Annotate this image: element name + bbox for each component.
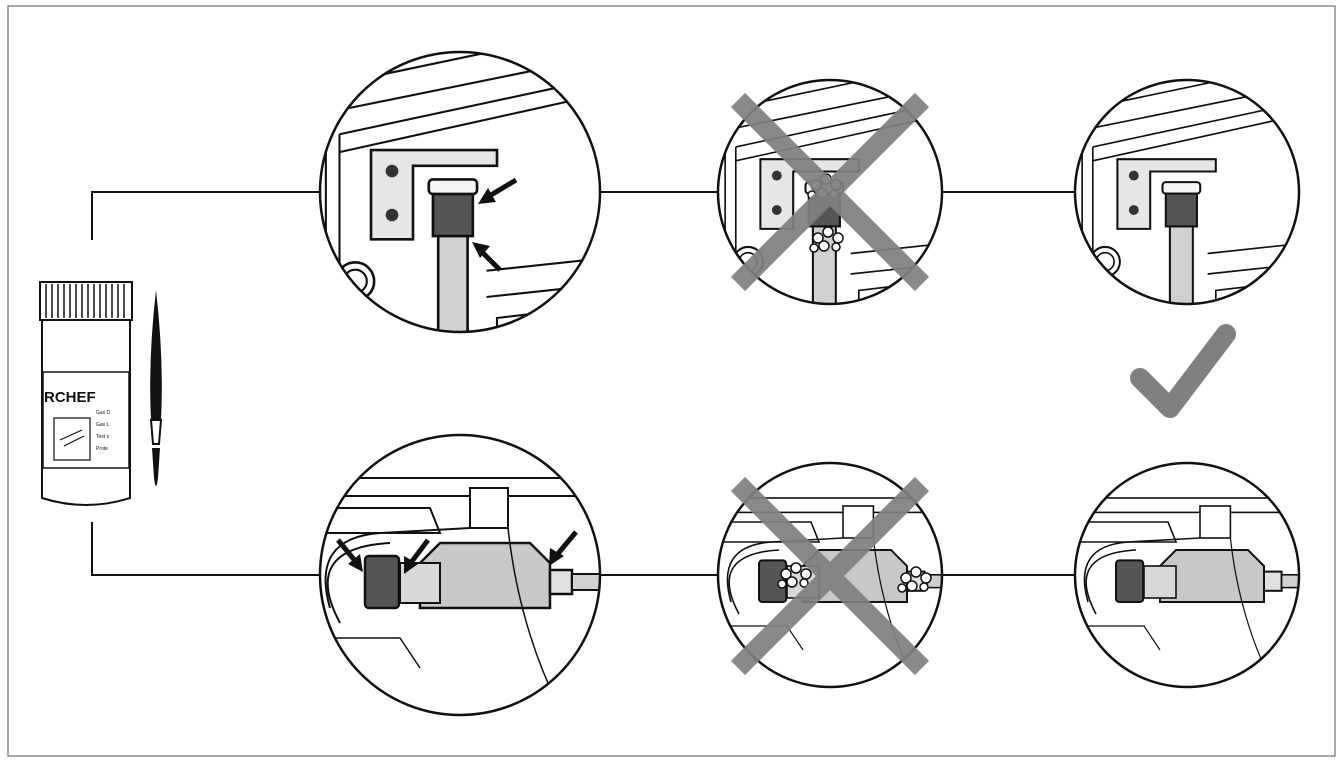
arrow-icon xyxy=(336,538,363,572)
arrow-icon xyxy=(549,530,578,566)
brush xyxy=(149,290,163,486)
regulator-connection-detail xyxy=(318,433,602,717)
regulator-no-leak-detail xyxy=(1073,461,1301,689)
arrow-icon xyxy=(404,538,430,574)
bottle-label-line: Test s xyxy=(96,434,110,440)
connector-lines xyxy=(91,191,1075,576)
valve-no-leak-detail xyxy=(1073,78,1301,306)
spray-bottle: RCHEF Gas D Gas L Test s Prote xyxy=(39,281,133,506)
brush-ferrule xyxy=(149,419,163,445)
cross-icon xyxy=(730,92,930,292)
brush-handle xyxy=(150,290,162,420)
cross-icon xyxy=(730,476,930,676)
arrow-icon xyxy=(472,242,502,272)
bottle-label-line: Gas D xyxy=(96,410,111,416)
brush-bristles xyxy=(152,448,160,486)
arrow-icon xyxy=(478,177,518,204)
check-icon xyxy=(1130,324,1236,418)
bottle-label xyxy=(42,371,130,469)
bottle-cap xyxy=(39,281,133,321)
valve-connection-detail xyxy=(318,50,602,334)
bottle-brand-text: RCHEF xyxy=(44,389,96,406)
bottle-label-line: Prote xyxy=(96,446,108,452)
bottle-label-line: Gas L xyxy=(96,422,110,428)
